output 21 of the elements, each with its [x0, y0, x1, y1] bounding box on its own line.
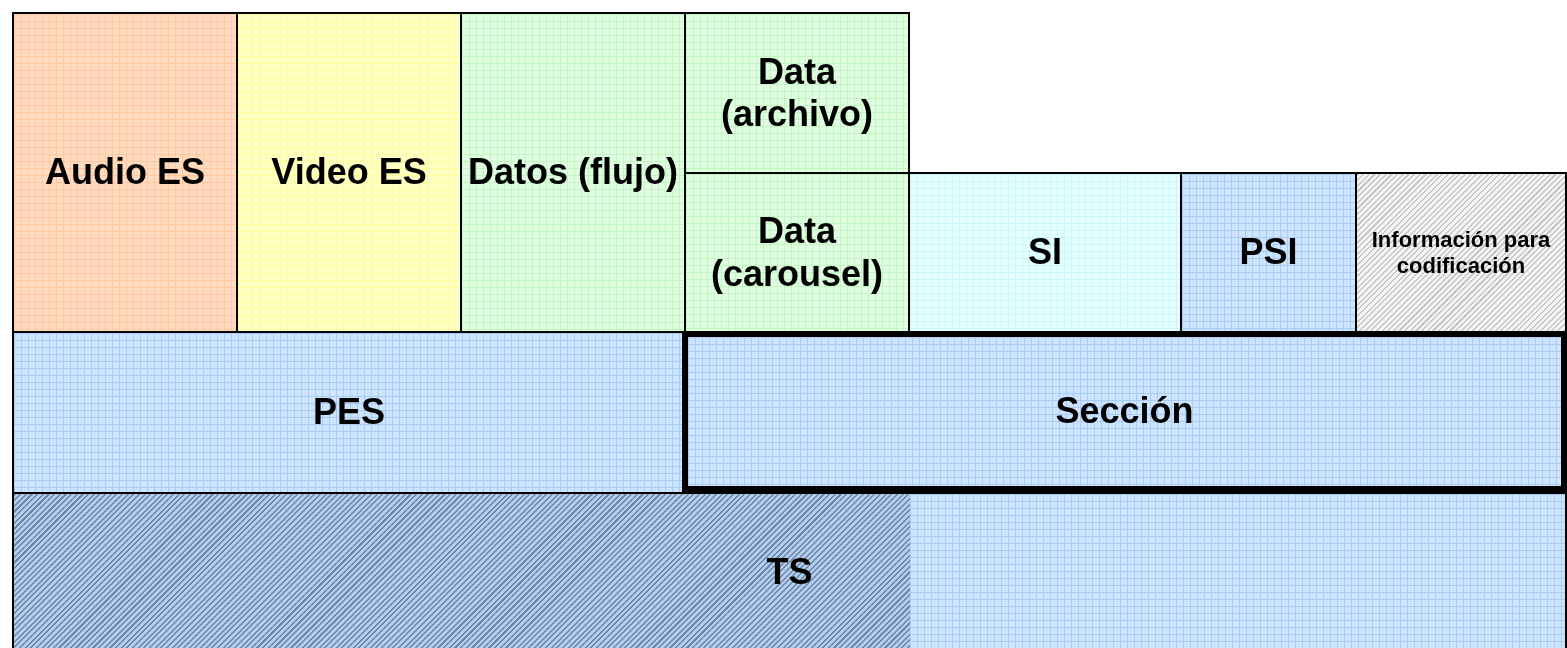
block-label: Datos (flujo) — [468, 151, 678, 194]
data-carousel-block — [684, 172, 910, 333]
data-file-block — [684, 12, 910, 174]
block-label: Data (carousel) — [709, 210, 885, 295]
block-label: Sección — [1055, 390, 1194, 433]
block-label: Audio ES — [45, 151, 205, 194]
encoding-info-block — [1355, 172, 1567, 333]
block-label: TS — [766, 550, 813, 594]
block-label: Data (archivo) — [719, 50, 874, 136]
block-label: PES — [312, 391, 385, 434]
block-label: Video ES — [271, 151, 427, 194]
block-label: Información para codificación — [1370, 226, 1552, 279]
block-label: SI — [1028, 231, 1062, 274]
psi-block — [1180, 172, 1357, 333]
block-label: PSI — [1239, 231, 1298, 274]
data-stream-block — [460, 12, 686, 333]
audio-es-block — [12, 12, 238, 333]
video-es-block — [236, 12, 462, 333]
ts-layer — [12, 492, 1567, 648]
section-layer — [682, 331, 1567, 492]
si-block — [908, 172, 1182, 333]
